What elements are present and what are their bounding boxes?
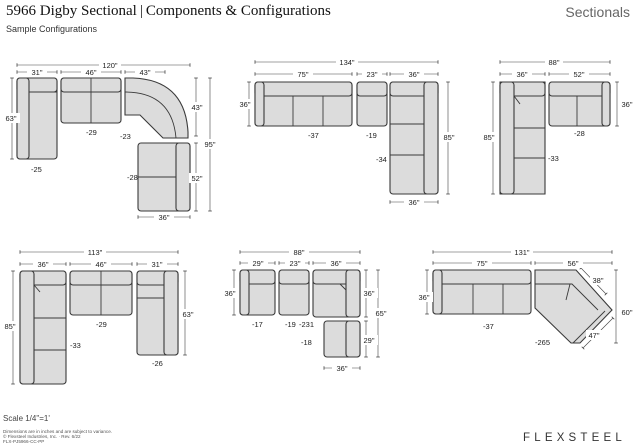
dimension-label: 36"	[37, 260, 48, 269]
part-number: -23	[120, 132, 131, 141]
dimension-label: 56"	[567, 259, 578, 268]
dimension-label: 52"	[191, 174, 202, 183]
page-title: 5966 Digby Sectional|Components & Config…	[6, 3, 331, 20]
part-number: -26	[152, 359, 163, 368]
dimension-label: 43"	[191, 103, 202, 112]
config-5: 88" 29" 23" 36" 36" 36" 65" 29" 36" -17 …	[222, 247, 390, 373]
dimension-label: 46"	[95, 260, 106, 269]
sectional-piece	[137, 142, 191, 212]
sectional-piece	[239, 269, 276, 316]
config-3: 88" 36" 52" 36" 85" -28 -33	[481, 57, 636, 195]
part-number: -28	[574, 129, 585, 138]
dimension-label: 47"	[588, 331, 599, 340]
dimension-label: 36"	[408, 198, 419, 207]
dimension-label: 36"	[330, 259, 341, 268]
part-number: -33	[548, 154, 559, 163]
sectional-piece	[16, 77, 58, 160]
dimension-label: 113"	[88, 248, 103, 257]
page-heading: Components & Configurations	[145, 3, 331, 19]
section-subtitle: Sample Configurations	[6, 24, 98, 34]
dimension-label: 52"	[573, 70, 584, 79]
config-6: 131" 75" 56" 36" 38" 60" 47" -37 -265	[416, 247, 636, 350]
part-number: -231	[299, 320, 314, 329]
sectional-piece	[548, 81, 611, 127]
dimension-label: 131"	[514, 248, 530, 257]
dimension-label: 65"	[375, 309, 386, 318]
dimension-label: 43"	[139, 68, 150, 77]
dimension-label: 88"	[293, 248, 304, 257]
category-label: Sectionals	[565, 4, 630, 20]
dimension-label: 38"	[592, 276, 603, 285]
sectional-piece	[499, 81, 546, 195]
dimension-label: 60"	[621, 308, 632, 317]
sectional-piece	[356, 81, 388, 127]
dimension-label: 23"	[289, 259, 300, 268]
scale-note: Scale 1/4"=1'	[3, 414, 50, 423]
sectional-piece	[124, 77, 189, 139]
dimension-label: 88"	[548, 58, 559, 67]
dimension-label: 63"	[182, 310, 193, 319]
disclaimer-text: Dimensions are in inches and are subject…	[3, 429, 113, 434]
model-name: 5966 Digby Sectional	[6, 3, 137, 19]
dimension-label: 36"	[239, 100, 250, 109]
part-number: -28	[127, 173, 138, 182]
dimension-label: 36"	[158, 213, 169, 222]
dimension-label: 31"	[31, 68, 42, 77]
sectional-piece	[312, 269, 361, 318]
document-code: FLX-PJ5966-CC-PP	[3, 439, 45, 444]
brand-logo: FLEXSTEEL	[523, 432, 626, 444]
dimension-label: 36"	[224, 289, 235, 298]
part-number: -18	[301, 338, 312, 347]
title-separator: |	[139, 3, 143, 19]
dimension-label: 120"	[102, 61, 118, 70]
config-2: 134" 75" 23" 36" 36" 85" 36" -37 -19 -34	[237, 57, 458, 207]
dimension-label: 36"	[336, 364, 347, 373]
sectional-piece	[69, 270, 133, 316]
sectional-piece	[60, 77, 122, 124]
dimension-label: 36"	[408, 70, 419, 79]
dimension-label: 85"	[443, 133, 454, 142]
part-number: -29	[96, 320, 107, 329]
part-number: -19	[366, 131, 377, 140]
part-number: -25	[31, 165, 42, 174]
part-number: -37	[308, 131, 319, 140]
part-number: -17	[252, 320, 263, 329]
copyright-text: © Flexsteel Industries, Inc. · Rev. 6/22	[3, 434, 81, 439]
dimension-label: 75"	[476, 259, 487, 268]
dimension-label: 95"	[204, 140, 215, 149]
dimension-label: 75"	[297, 70, 308, 79]
dimension-label: 36"	[621, 100, 632, 109]
dimension-label: 63"	[5, 114, 16, 123]
part-number: -34	[376, 155, 387, 164]
dimension-label: 36"	[363, 289, 374, 298]
sectional-piece	[136, 270, 179, 356]
config-4: 113" 36" 46" 31" 85" 63" -29 -33 -26	[2, 247, 197, 385]
dimension-label: 85"	[4, 322, 15, 331]
dimension-label: 36"	[516, 70, 527, 79]
sectional-piece	[432, 269, 532, 315]
dimension-label: 29"	[363, 336, 374, 345]
dimension-label: 31"	[151, 260, 162, 269]
part-number: -33	[70, 341, 81, 350]
dimension-label: 23"	[366, 70, 377, 79]
part-number: -19	[285, 320, 296, 329]
dimension-label: 85"	[483, 133, 494, 142]
sectional-piece	[254, 81, 353, 127]
dimension-label: 29"	[252, 259, 263, 268]
dimension-label: 46"	[85, 68, 96, 77]
part-number: -265	[535, 338, 550, 347]
part-number: -37	[483, 322, 494, 331]
part-number: -29	[86, 128, 97, 137]
sectional-piece	[323, 320, 361, 358]
sectional-piece	[278, 269, 310, 316]
dimension-label: 134"	[339, 58, 355, 67]
config-1: 120" 31" 46" 43" 63" 43" 95" 52" 36" -25…	[2, 60, 219, 222]
sectional-piece	[389, 81, 439, 195]
sectional-piece	[19, 270, 67, 385]
dimension-label: 36"	[418, 293, 429, 302]
